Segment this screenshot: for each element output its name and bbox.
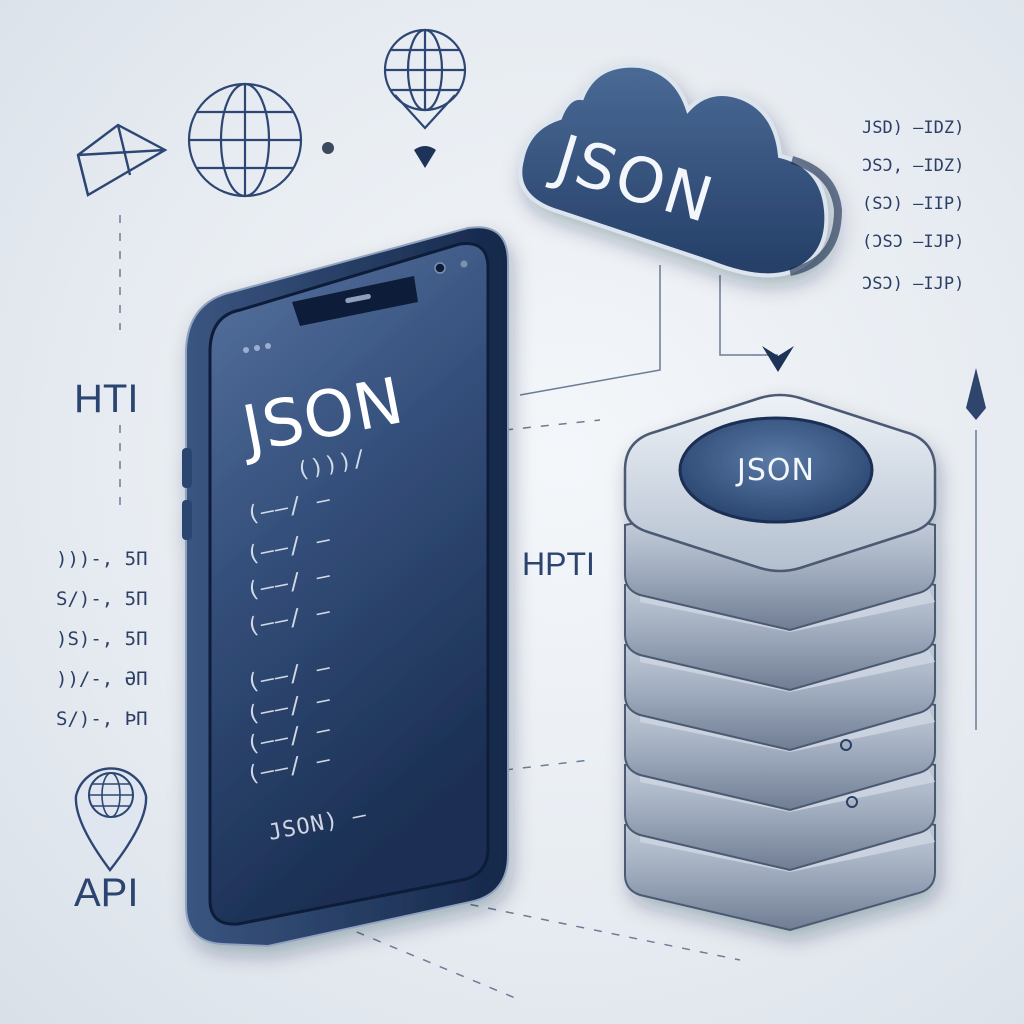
api-location-pin-icon (74, 767, 148, 872)
right-code-line: (ƆSƆ —IJP) (862, 232, 964, 252)
phone-camera-icon (434, 262, 446, 274)
right-code-snippets: JSD) —IDZ) ƆSƆ, —IDZ) (SƆ) —IIP) (ƆSƆ —I… (862, 118, 964, 294)
up-arrow-icon (966, 368, 986, 420)
middle-label-hpti: HPTI (522, 546, 595, 582)
api-label: API (74, 871, 138, 915)
left-code-line: S/)-, 5Π (56, 588, 148, 610)
left-code-line: )))-, 5Π (56, 548, 148, 570)
right-code-line: (SƆ) —IIP) (862, 194, 964, 214)
globe-icon (187, 82, 303, 198)
smartphone: JSON ()))/ (——/ — (——/ — (——/ — (——/ — (… (182, 226, 509, 948)
left-code-snippets: )))-, 5Π S/)-, 5Π )S)-, 5Π ))/-, ƏΠ S/)-… (56, 548, 148, 730)
globe-pin-icon (383, 28, 467, 130)
database-label: JSON (735, 453, 815, 488)
right-code-line: JSD) —IDZ) (862, 118, 964, 138)
database-stack: JSON (623, 393, 937, 932)
cloud-shape (518, 63, 829, 278)
left-code-line: ))/-, ƏΠ (56, 668, 148, 690)
status-dots (243, 343, 271, 353)
pin-marker-icon (414, 146, 436, 168)
left-label-hti: HTI (74, 377, 138, 421)
phone-sensor (460, 260, 468, 268)
down-arrow-icon (762, 346, 794, 372)
left-code-line: )S)-, 5Π (56, 628, 148, 650)
dot-icon (322, 142, 334, 154)
database-label-oval (678, 416, 874, 524)
disk-indicator-icon (840, 739, 852, 751)
phone-side-button (182, 448, 192, 488)
phone-screen (208, 242, 490, 926)
disk-indicator-icon (846, 796, 858, 808)
right-code-line: ƆSƆ, —IDZ) (862, 156, 964, 176)
database-top-cap: JSON (623, 393, 937, 573)
json-cloud: JSON (518, 63, 843, 278)
phone-speaker (345, 293, 371, 303)
right-code-line: ƆSƆ) —IJP) (862, 274, 964, 294)
left-code-line: S/)-, ÞΠ (56, 708, 148, 730)
phone-side-button (182, 500, 192, 540)
network-icon (76, 123, 168, 197)
